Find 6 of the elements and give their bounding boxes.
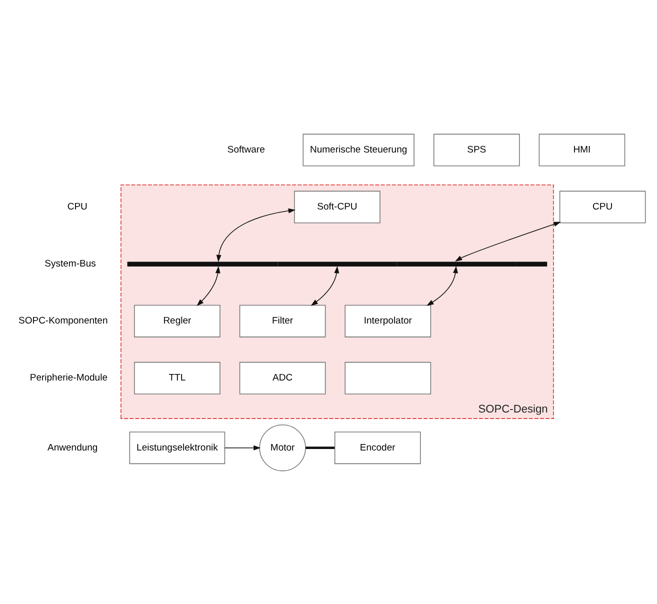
label: Anwendung (48, 442, 98, 453)
label: Peripherie-Module (30, 372, 108, 384)
label: System-Bus (44, 258, 96, 270)
label: SOPC-Komponenten (18, 315, 108, 326)
label: Software (227, 144, 265, 155)
label: CPU (67, 201, 88, 212)
